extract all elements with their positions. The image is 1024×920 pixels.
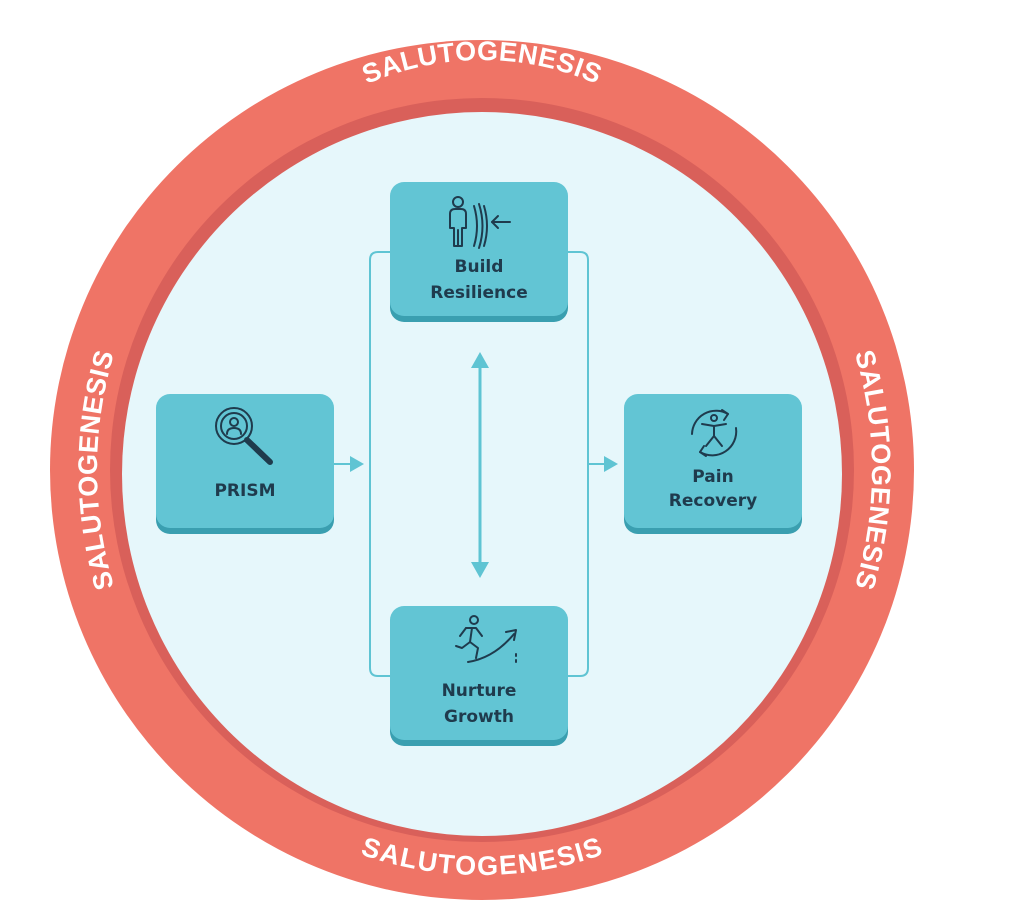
node-nurture-growth-line1: Nurture (442, 681, 517, 701)
arrow-center-to-pain-recovery (588, 456, 618, 472)
node-build-resilience-line2: Resilience (430, 283, 527, 303)
connector-left-bracket (369, 251, 392, 677)
node-prism-label: PRISM (214, 481, 275, 501)
arrow-prism-to-center (334, 456, 364, 472)
node-nurture-growth: Nurture Growth (390, 606, 568, 746)
runner-growth-icon (455, 615, 517, 663)
node-pain-recovery: Pain Recovery (624, 394, 802, 534)
node-nurture-growth-line2: Growth (444, 707, 514, 727)
node-prism: PRISM (156, 394, 334, 534)
arrow-resilience-growth (471, 352, 489, 578)
node-pain-recovery-line1: Pain (692, 467, 733, 487)
node-build-resilience-line1: Build (455, 257, 504, 277)
node-pain-recovery-line2: Recovery (669, 491, 757, 511)
inner-circle (122, 112, 842, 836)
figure-cycle-icon (691, 409, 738, 457)
magnifier-person-icon (215, 407, 273, 465)
node-build-resilience: Build Resilience (390, 182, 568, 322)
person-shield-icon (449, 196, 511, 249)
